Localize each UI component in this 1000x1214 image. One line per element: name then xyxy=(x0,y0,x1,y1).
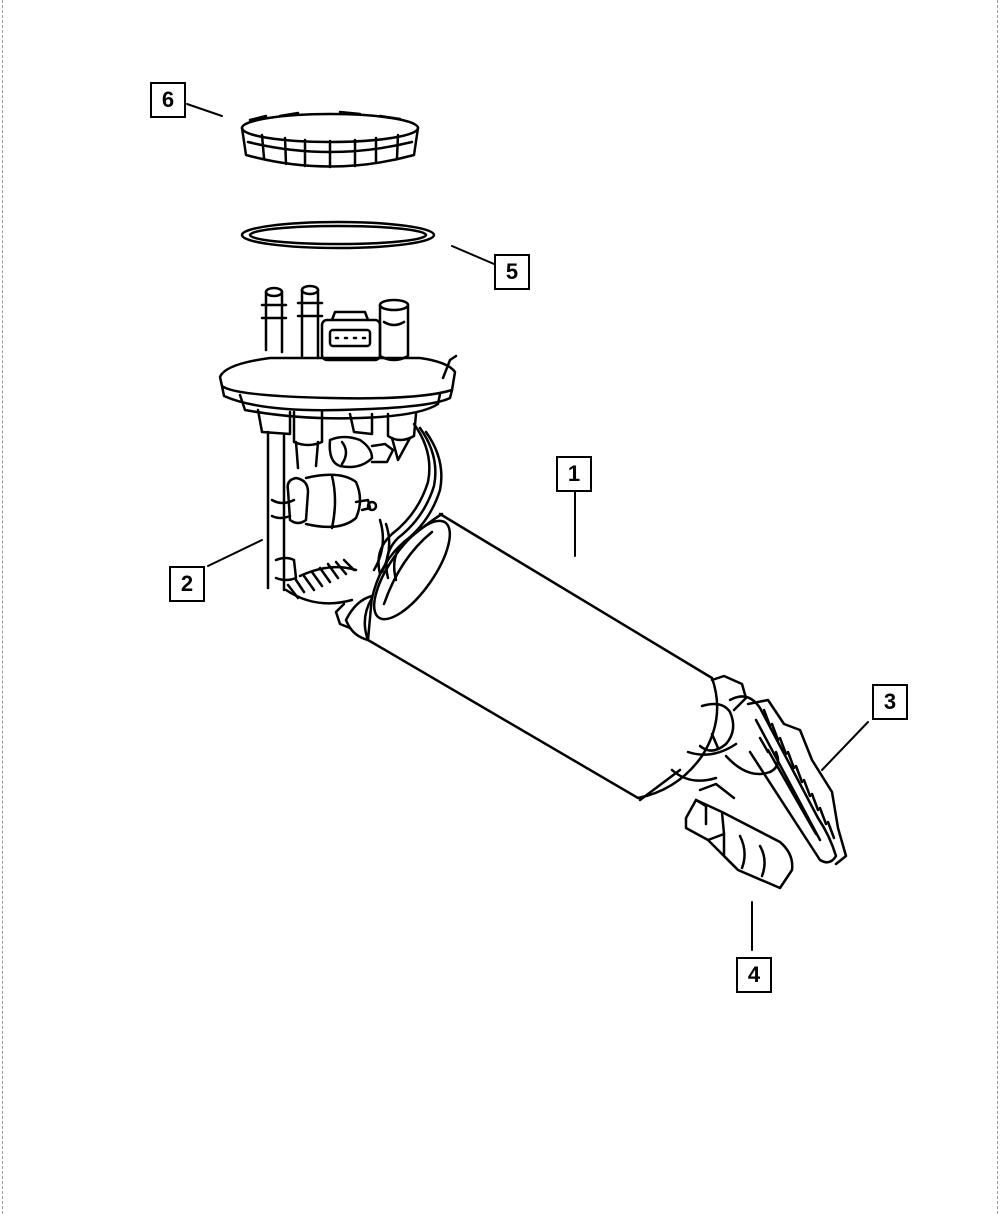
callout-2: 2 xyxy=(169,566,205,602)
left-edge-line xyxy=(2,0,3,1214)
callout-6: 6 xyxy=(150,82,186,118)
callout-5: 5 xyxy=(494,254,530,290)
fuel-filter-part xyxy=(270,473,378,605)
o-ring-part xyxy=(240,220,436,250)
leader-lines xyxy=(186,103,869,951)
right-edge-line xyxy=(997,0,998,1214)
lock-ring-part xyxy=(240,110,420,169)
pump-bottom-fittings xyxy=(638,674,780,802)
module-body-part xyxy=(256,408,418,592)
callout-1: 1 xyxy=(556,456,592,492)
fuel-pump-part xyxy=(334,512,719,800)
module-flange-part xyxy=(218,284,458,420)
level-sender-part xyxy=(728,695,848,866)
callout-3: 3 xyxy=(872,684,908,720)
strainer-part xyxy=(684,782,794,890)
callout-4: 4 xyxy=(736,957,772,993)
